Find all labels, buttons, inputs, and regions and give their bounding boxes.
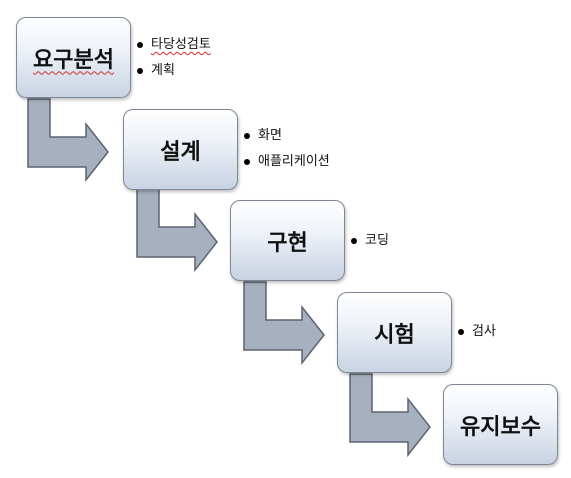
stage-label-implementation: 구현: [267, 230, 308, 256]
stage-box-design: 설계: [123, 109, 238, 190]
note-text: 애플리케이션: [258, 154, 330, 169]
stage-label-design: 설계: [160, 139, 201, 165]
note-text: 코딩: [365, 233, 389, 248]
step-arrow-4: [349, 373, 431, 458]
note-item: 화면: [244, 126, 330, 152]
bullet-icon: [458, 329, 464, 335]
bullet-icon: [244, 133, 250, 139]
step-arrow-3: [243, 281, 325, 366]
stage-label-testing: 시험: [374, 322, 415, 348]
stage-box-maintenance: 유지보수: [443, 384, 558, 465]
note-item: 애플리케이션: [244, 152, 330, 178]
note-text: 화면: [258, 128, 282, 143]
step-arrow-2: [136, 188, 218, 273]
bullet-icon: [351, 238, 357, 244]
stage-notes-design: 화면 애플리케이션: [244, 126, 330, 178]
note-text: 계획: [151, 63, 175, 78]
step-arrow-1: [27, 98, 109, 183]
bullet-icon: [244, 159, 250, 165]
note-text: 타당성검토: [151, 37, 211, 52]
stage-label-maintenance: 유지보수: [460, 414, 541, 440]
stage-box-testing: 시험: [337, 292, 452, 373]
stage-box-implementation: 구현: [230, 200, 345, 281]
stage-label-requirements: 요구분석: [33, 47, 114, 73]
note-item: 타당성검토: [137, 35, 211, 61]
note-item: 검사: [458, 322, 496, 348]
stage-notes-requirements: 타당성검토 계획: [137, 35, 211, 87]
note-item: 계획: [137, 61, 211, 87]
stage-notes-implementation: 코딩: [351, 231, 389, 257]
stage-notes-testing: 검사: [458, 322, 496, 348]
bullet-icon: [137, 42, 143, 48]
bullet-icon: [137, 68, 143, 74]
note-item: 코딩: [351, 231, 389, 257]
note-text: 검사: [472, 324, 496, 339]
stage-box-requirements: 요구분석: [16, 17, 131, 98]
